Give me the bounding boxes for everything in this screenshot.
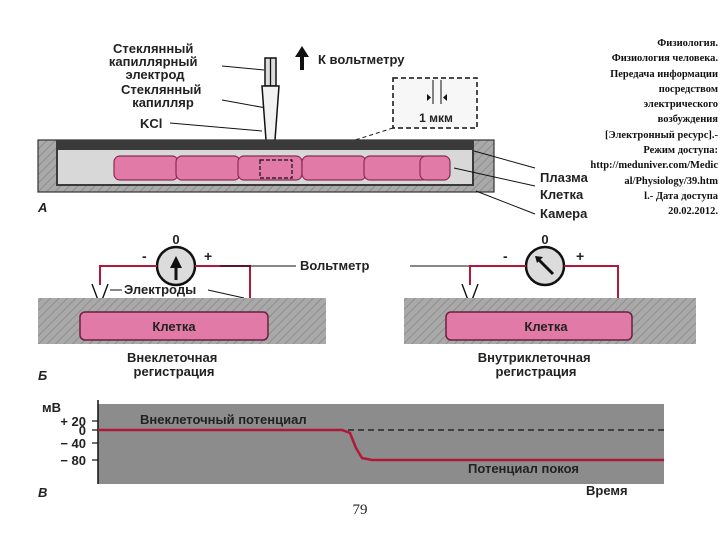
source-caption: Физиология. Физиология человека. Передач… (590, 38, 718, 218)
tick-label-0: 0 (79, 423, 86, 438)
extracellular-potential-label: Внеклеточный потенциал (140, 412, 307, 427)
kcl-label: KCl (140, 116, 162, 131)
chamber-leaders (453, 150, 536, 215)
right-cell (445, 311, 633, 341)
electrodes-leader-right (207, 289, 245, 299)
voltmeter-label: Вольтметр (300, 258, 370, 273)
right-meter-plus: + (576, 248, 584, 264)
cell-row (113, 155, 451, 181)
right-voltmeter: 0 - + (503, 232, 584, 287)
tick-label-minus-40: − 40 (60, 436, 86, 451)
left-cell-label: Клетка (152, 319, 196, 334)
right-meter-minus: - (503, 248, 508, 264)
tick-label-minus-80: − 80 (60, 453, 86, 468)
page-number: 79 (352, 502, 368, 518)
electrode-label: Стеклянный капиллярный электрод (109, 41, 201, 82)
panel-b-letter: Б (38, 368, 47, 383)
time-label: Время (586, 483, 628, 498)
right-cell-label: Клетка (524, 319, 568, 334)
left-voltmeter: 0 - + (142, 232, 212, 287)
scale-label: 1 мкм (419, 111, 453, 125)
zoom-region (259, 159, 293, 179)
scale-inset: 1 мкм (392, 77, 478, 129)
capillary-label: Стеклянный капилляр (121, 82, 205, 110)
tick-label-20: + 20 (60, 414, 86, 429)
right-caption: Внутриклеточная регистрация (478, 350, 594, 379)
left-caption: Внеклеточная регистрация (127, 350, 221, 379)
left-meter-minus: - (142, 248, 147, 264)
right-wire-minus (469, 265, 526, 285)
resting-potential-label: Потенциал покоя (468, 461, 579, 476)
panel-a-letter: А (37, 200, 47, 215)
unit-label: мВ (42, 400, 61, 415)
chamber-label: Камера (540, 206, 588, 221)
y-ticks (92, 420, 98, 461)
electrode-leaders (169, 65, 267, 132)
panel-c: мВ + 20 0 − 40 − 80 Внеклеточный потенци… (38, 400, 664, 500)
plasma-label: Плазма (540, 170, 589, 185)
graph-area (98, 404, 664, 484)
panel-b: 0 - + Вольтметр Электроды Клетка Внеклет… (38, 232, 696, 383)
electrodes-label: Электроды (124, 282, 196, 297)
left-cell (79, 311, 269, 341)
left-meter-plus: + (204, 248, 212, 264)
panel-a: Стеклянный капиллярный электрод К вольтм… (37, 41, 589, 221)
to-voltmeter-arrow-icon (295, 46, 309, 70)
left-wire-minus (99, 265, 157, 285)
panel-c-letter: В (38, 485, 47, 500)
right-meter-zero: 0 (541, 232, 548, 247)
to-voltmeter-label: К вольтметру (318, 52, 405, 67)
cell-label-a: Клетка (540, 187, 584, 202)
right-wire-plus (564, 265, 619, 300)
potential-trace (98, 428, 664, 462)
left-meter-zero: 0 (172, 232, 179, 247)
